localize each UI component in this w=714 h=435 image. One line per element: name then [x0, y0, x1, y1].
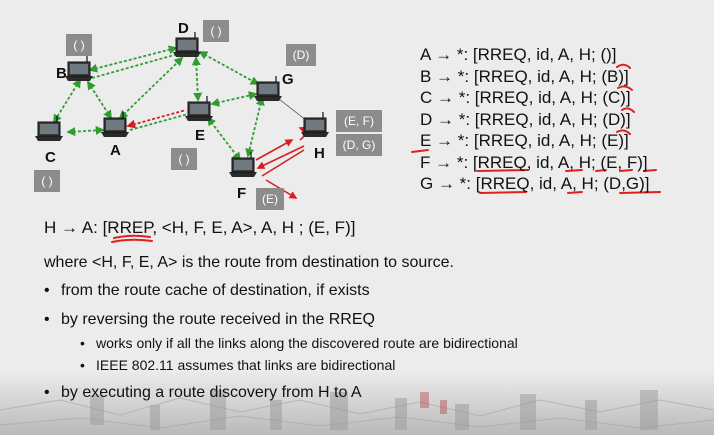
laptop-b-icon: [65, 56, 93, 81]
link-a-e-rreq: [129, 113, 189, 131]
bullet-glyph-2: •: [44, 311, 50, 328]
node-h-label: H: [314, 145, 325, 162]
tag-h-2: (D, G): [336, 134, 382, 156]
annotation-g-rreq: [479, 191, 527, 194]
footer-decoration: [0, 390, 714, 430]
tag-d: ( ): [203, 20, 229, 42]
annotation-rrep-2: [111, 238, 153, 243]
link-e-f: [206, 116, 242, 162]
bullet-item-2: by reversing the route received in the R…: [61, 311, 375, 328]
rreq-line-a: A → *: [RREQ, id, A, H; ()]: [420, 45, 617, 64]
annotation-f-rreq: [477, 169, 529, 172]
rreq-line-e: E → *: [RREQ, id, A, H; (E)]: [420, 131, 629, 150]
laptop-d-icon: [173, 32, 201, 57]
svg-text:(D, G): (D, G): [343, 138, 376, 152]
node-d-label: D: [178, 20, 189, 37]
node-e-label: E: [195, 127, 205, 144]
svg-text:( ): ( ): [210, 24, 221, 38]
rreq-line-b: B → *: [RREQ, id, A, H; (B)]: [420, 66, 629, 86]
rreq-line-f: F → *: [RREQ, id, A, H; (E, F)]: [420, 152, 648, 172]
sub-bullet-glyph-2: •: [80, 357, 85, 373]
tag-c: ( ): [34, 170, 60, 192]
rreq-line-d: D → *: [RREQ, id, A, H; (D)]: [420, 109, 631, 129]
sub-bullet-glyph-1: •: [80, 335, 85, 351]
route-tags: ( ) ( ) (D) (E, F) (D, G) ( ) ( ) (E): [34, 20, 382, 210]
link-f-h-1: [255, 139, 294, 161]
rreq-line-c: C → *: [RREQ, id, A, H; (C)]: [420, 88, 631, 107]
svg-text:(E, F): (E, F): [344, 114, 374, 128]
annotation-e: [616, 129, 631, 135]
rreq-line-g: G → *: [RREQ, id, A, H; (D,G)]: [420, 174, 650, 193]
annotation-rrep: [113, 234, 151, 239]
bullet-item-1: from the route cache of destination, if …: [61, 282, 370, 299]
link-e-g: [210, 91, 258, 107]
link-b-c: [53, 78, 81, 124]
rrep-message: H → A: [RREP, <H, F, E, A>, A, H ; (E, F…: [44, 218, 355, 238]
laptops: [35, 32, 329, 177]
laptop-f-icon: [229, 152, 257, 177]
svg-text:( ): ( ): [178, 152, 189, 166]
svg-text:( ): ( ): [73, 38, 84, 52]
node-f-label: F: [237, 185, 246, 202]
rrep-solid-links: [255, 126, 308, 199]
rrep-rest: , <H, F, E, A>, A, H ; (E, F)]: [152, 218, 356, 237]
sub-bullet-item-1: works only if all the links along the di…: [96, 335, 518, 351]
tag-f: (E): [256, 188, 284, 210]
rrep-links: [126, 109, 189, 131]
node-c-label: C: [45, 149, 56, 166]
link-b-a: [87, 80, 112, 120]
node-a-label: A: [110, 142, 121, 159]
rreq-links: [53, 45, 265, 162]
svg-text:( ): ( ): [41, 174, 52, 188]
link-f-h-3: [261, 149, 305, 177]
link-d-g: [198, 51, 260, 85]
sub-bullet-item-2: IEEE 802.11 assumes that links are bidir…: [96, 357, 396, 373]
link-g-f: [245, 96, 265, 158]
tag-b: ( ): [66, 34, 92, 56]
annotation-d: [621, 107, 635, 113]
tag-h-1: (E, F): [336, 110, 382, 132]
rreq-annotations: [111, 63, 661, 243]
annotation-g-a: [567, 191, 583, 194]
tag-e: ( ): [171, 148, 197, 170]
link-c-a: [66, 125, 105, 137]
tag-g: (D): [286, 44, 316, 66]
rrep-keyword: RREP: [107, 218, 153, 237]
svg-text:(D): (D): [293, 48, 310, 62]
svg-text:(E): (E): [262, 192, 278, 206]
annotation-g-dg: [619, 191, 661, 194]
annotation-c: [617, 85, 633, 91]
annotation-f-h: [595, 169, 607, 172]
laptop-g-icon: [254, 76, 282, 101]
bullet-glyph-3: •: [44, 384, 50, 401]
rreq-list: A → *: [RREQ, id, A, H; ()] B → *: [RREQ…: [420, 44, 650, 195]
annotation-f-e: [619, 169, 633, 172]
annotation-f-a: [565, 169, 583, 172]
annotation-f-arrow: [411, 149, 429, 153]
link-e-a-rrep: [126, 109, 187, 129]
annotation-f-f: [643, 169, 657, 172]
laptop-a-icon: [101, 112, 129, 137]
link-a-d: [118, 56, 184, 120]
laptop-e-icon: [185, 96, 213, 121]
link-d-e: [191, 56, 203, 102]
bullet-item-3: by executing a route discovery from H to…: [61, 384, 362, 401]
node-labels: B D G C A E H F: [45, 20, 325, 202]
node-b-label: B: [56, 65, 67, 82]
annotation-b: [616, 63, 631, 69]
laptop-h-icon: [301, 112, 329, 137]
route-explanation: where <H, F, E, A> is the route from des…: [44, 254, 454, 271]
rrep-prefix: H → A: [: [44, 218, 108, 237]
link-f-h-2: [256, 145, 305, 169]
node-g-label: G: [282, 71, 294, 88]
bullet-glyph-1: •: [44, 282, 50, 299]
laptop-c-icon: [35, 116, 63, 141]
